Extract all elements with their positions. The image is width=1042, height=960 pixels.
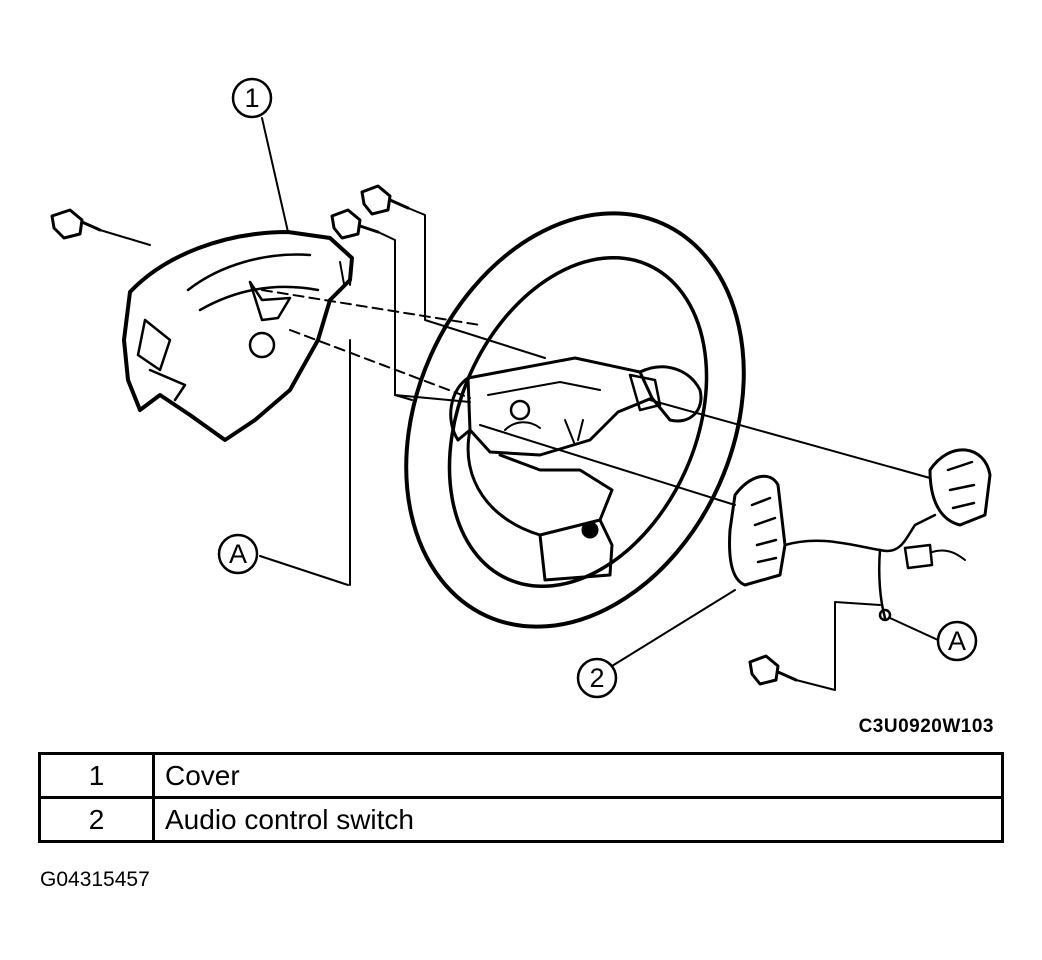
part-number: 2 (38, 796, 155, 843)
leader-lines (99, 207, 931, 691)
part-name: Cover (152, 752, 1004, 799)
exploded-view-diagram: 1 A 2 A (50, 77, 992, 699)
callout-a-right-label: A (948, 626, 966, 656)
diagram-reference-code: C3U0920W103 (858, 716, 994, 737)
callout-1-label: 1 (244, 83, 259, 113)
document-code: G04315457 (40, 868, 150, 891)
part-number: 1 (38, 752, 155, 799)
screw-fasteners (50, 184, 798, 686)
callout-a-left-label: A (229, 539, 247, 569)
parts-legend-table: 1 Cover 2 Audio control switch (38, 752, 1004, 843)
table-row: 2 Audio control switch (38, 796, 1004, 843)
callout-circles (217, 77, 978, 699)
cover-part (122, 230, 354, 442)
steering-wheel (404, 211, 746, 629)
part-name: Audio control switch (152, 796, 1004, 843)
audio-control-switch-part (728, 448, 992, 622)
table-row: 1 Cover (38, 752, 1004, 799)
callout-2-label: 2 (589, 663, 604, 693)
callout-leaders (259, 117, 939, 667)
